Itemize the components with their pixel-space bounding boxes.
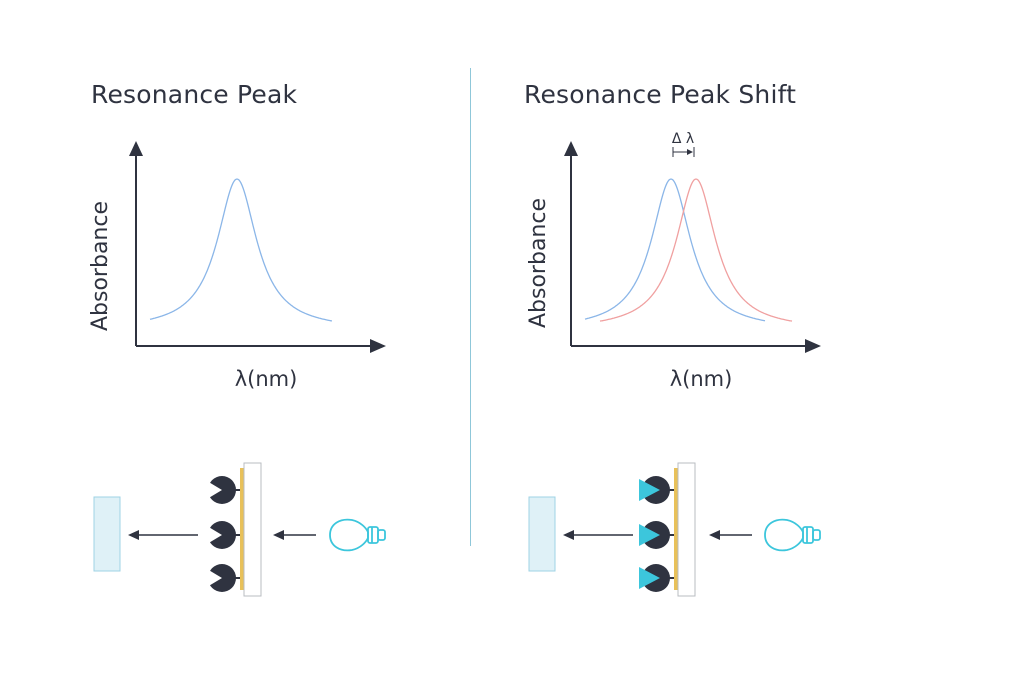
arrow-to-sensor: [709, 530, 752, 540]
chart-right: Δ λ Absorbance λ(nm): [526, 131, 821, 391]
setup-right: [528, 462, 821, 597]
analyte-triangle-icon: [639, 479, 660, 501]
arrow-to-detector: [128, 530, 198, 540]
y-axis-arrow: [564, 141, 578, 156]
y-axis-arrow: [129, 141, 143, 156]
panel-title-left: Resonance Peak: [91, 80, 298, 109]
receptor-icon: [207, 476, 244, 504]
setup-left: [93, 462, 386, 597]
analyte-triangle-icon: [639, 567, 660, 589]
light-bulb-icon: [329, 518, 386, 552]
y-axis-label: Absorbance: [88, 201, 113, 331]
arrow-to-detector: [563, 530, 633, 540]
light-bulb-icon: [764, 518, 821, 552]
x-axis-arrow: [805, 339, 821, 353]
x-axis-label: λ(nm): [235, 367, 298, 391]
panel-divider: [470, 68, 471, 546]
sensor-substrate: [243, 462, 262, 597]
receptor-icon: [639, 476, 678, 504]
x-axis-label: λ(nm): [670, 367, 733, 391]
sensor-substrate: [677, 462, 696, 597]
resonance-curve: [149, 178, 333, 322]
shift-label: Δ λ: [672, 131, 694, 147]
receptor-icon: [639, 521, 678, 549]
receptor-icon: [207, 521, 244, 549]
receptor-icon: [639, 564, 678, 592]
sensor-strip: [674, 468, 678, 590]
detector-icon: [93, 496, 121, 572]
shift-indicator: [672, 147, 695, 157]
arrow-to-sensor: [273, 530, 316, 540]
resonance-curve-original: [584, 178, 766, 322]
x-axis-arrow: [370, 339, 386, 353]
detector-icon: [528, 496, 556, 572]
chart-left: Absorbance λ(nm): [88, 141, 386, 391]
sensor-strip: [240, 468, 244, 590]
receptor-icon: [207, 564, 244, 592]
y-axis-label: Absorbance: [526, 198, 551, 328]
panel-title-right: Resonance Peak Shift: [524, 80, 797, 109]
analyte-triangle-icon: [639, 524, 660, 546]
resonance-curve-shifted: [599, 178, 793, 322]
